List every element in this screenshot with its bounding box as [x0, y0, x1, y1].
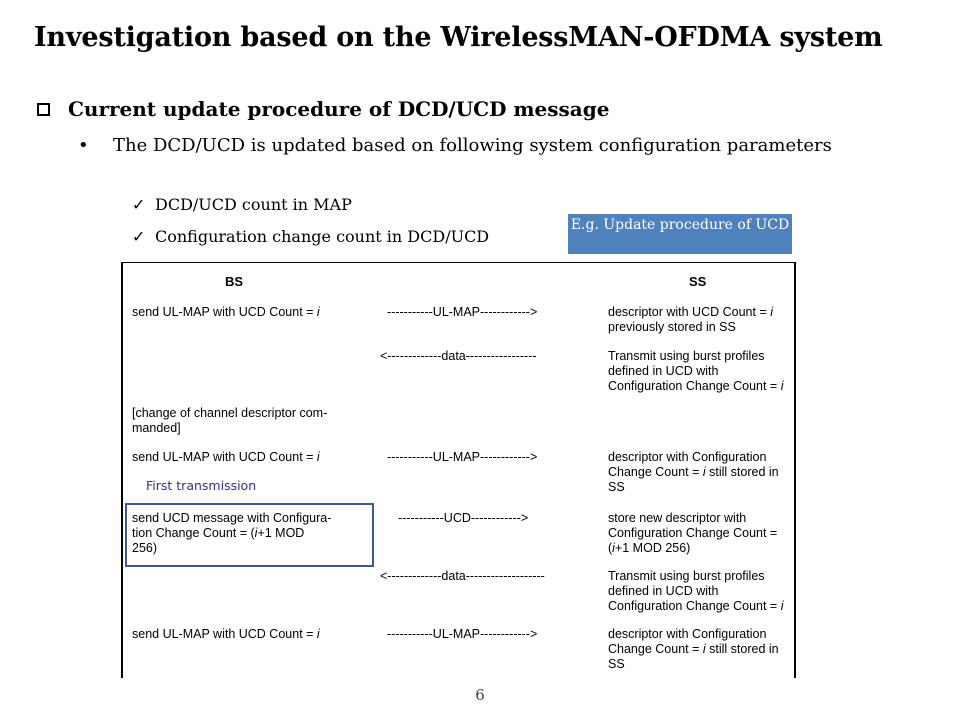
slide-title: Investigation based on the WirelessMAN-O… — [34, 22, 883, 53]
arrow-data: <-------------data----------------- — [380, 349, 537, 363]
checkmark-icon: ✓ — [132, 195, 146, 214]
ss-step: Transmit using burst profiles defined in… — [608, 569, 784, 613]
subitem-dcd-ucd-count: DCD/UCD count in MAP — [155, 195, 352, 214]
bullet-icon: • — [78, 135, 89, 156]
ss-step: store new descriptor with Configuration … — [608, 511, 778, 555]
ss-step: descriptor with Configuration Change Cou… — [608, 627, 779, 671]
first-transmission-highlight — [125, 503, 374, 567]
bs-step: send UCD message with Configura- tion Ch… — [132, 511, 332, 555]
arrow-ul-map: -----------UL-MAP------------> — [387, 450, 538, 464]
arrow-ul-map: -----------UL-MAP------------> — [387, 627, 538, 641]
section-heading: Current update procedure of DCD/UCD mess… — [68, 97, 610, 121]
figure-header-ss: SS — [689, 274, 707, 289]
page-number: 6 — [475, 686, 485, 704]
bs-step: send UL-MAP with UCD Count = i — [132, 305, 320, 319]
checkbox-bullet-icon — [37, 102, 50, 116]
bs-step: send UL-MAP with UCD Count = i — [132, 627, 320, 641]
arrow-ul-map: -----------UL-MAP------------> — [387, 305, 538, 319]
subitem-config-change-count: Configuration change count in DCD/UCD — [155, 227, 490, 246]
bullet-text: The DCD/UCD is updated based on followin… — [113, 135, 832, 156]
callout-box: E.g. Update procedure of UCD — [568, 214, 792, 254]
bs-step: [change of channel descriptor com- mande… — [132, 406, 328, 435]
ss-step: descriptor with UCD Count = i previously… — [608, 305, 773, 334]
ss-step: descriptor with Configuration Change Cou… — [608, 450, 779, 494]
bs-step: send UL-MAP with UCD Count = i — [132, 450, 320, 464]
ucd-procedure-figure: BS SS send UL-MAP with UCD Count = i [ch… — [121, 262, 796, 678]
arrow-ucd: -----------UCD------------> — [398, 511, 529, 525]
ss-step: Transmit using burst profiles defined in… — [608, 349, 784, 393]
heading-row: Current update procedure of DCD/UCD mess… — [37, 97, 609, 121]
first-transmission-label: First transmission — [146, 478, 257, 493]
arrow-data: <-------------data------------------- — [380, 569, 545, 583]
checkmark-icon: ✓ — [132, 227, 146, 246]
figure-header-bs: BS — [225, 274, 244, 289]
